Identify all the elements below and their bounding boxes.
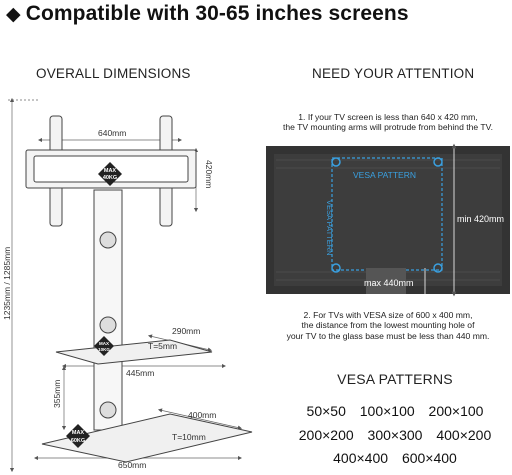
badge-base-line2: 60KG	[71, 438, 85, 444]
vesa-size: 300×300	[367, 427, 423, 443]
dim-shelf-width: 290mm	[172, 326, 200, 336]
dim-column-height: 355mm	[52, 380, 62, 408]
vesa-size: 200×200	[298, 427, 354, 443]
vesa-size: 200×100	[428, 403, 484, 419]
dim-top-width: 640mm	[98, 128, 126, 138]
glass-shelf	[55, 339, 213, 365]
stand-column	[93, 189, 123, 431]
page-title-text: Compatible with 30-65 inches screens	[25, 2, 409, 25]
diamond-bullet-icon: ◆	[6, 4, 21, 25]
vesa-size: 100×100	[359, 403, 415, 419]
dim-base-width: 400mm	[188, 410, 216, 420]
dim-total-height: 1235mm / 1285mm	[2, 247, 12, 320]
badge-base-icon: MAX 60KG	[66, 424, 90, 448]
badge-base-line1: MAX	[72, 430, 85, 436]
vesa-row-3: 400×400 600×400	[280, 450, 510, 466]
overall-dimensions-heading: OVERALL DIMENSIONS	[36, 66, 191, 81]
vesa-row-2: 200×200 300×300 400×200	[280, 427, 510, 443]
dim-shelf-depth: 445mm	[126, 368, 154, 378]
badge-shelf-line1: MAX	[99, 341, 109, 346]
badge-top-icon: MAX 40KG	[98, 162, 122, 186]
dim-top-height: 420mm	[204, 160, 214, 188]
page-title: ◆Compatible with 30-65 inches screens	[6, 2, 409, 26]
attention-note-2: 2. For TVs with VESA size of 600 x 400 m…	[268, 310, 508, 341]
badge-shelf-line2: 10KG	[98, 347, 110, 352]
dim-base-thickness: T=10mm	[172, 432, 206, 442]
badge-shelf-icon: MAX 10KG	[94, 336, 114, 356]
badge-top-line2: 40KG	[103, 175, 117, 181]
dim-base-depth: 650mm	[118, 460, 146, 470]
vesa-size: 600×400	[401, 450, 457, 466]
attention-heading: NEED YOUR ATTENTION	[312, 66, 475, 81]
vesa-row-1: 50×50 100×100 200×100	[280, 403, 510, 419]
dim-shelf-thickness: T=5mm	[148, 341, 177, 351]
note2-line2: the distance from the lowest mounting ho…	[301, 320, 475, 331]
vesa-size: 50×50	[306, 403, 346, 419]
vesa-size: 400×200	[436, 427, 492, 443]
attention-note-1: 1. If your TV screen is less than 640 x …	[268, 112, 508, 133]
vesa-patterns-heading: VESA PATTERNS	[337, 371, 453, 387]
note1-line1: 1. If your TV screen is less than 640 x …	[298, 112, 478, 122]
note2-line1: 2. For TVs with VESA size of 600 x 400 m…	[303, 310, 473, 320]
badge-top-line1: MAX	[104, 168, 117, 174]
note2-line3: your TV to the glass base must be less t…	[286, 330, 490, 341]
glass-base	[41, 413, 253, 463]
note1-line2: the TV mounting arms will protrude from …	[282, 122, 494, 133]
vesa-size: 400×400	[333, 450, 389, 466]
